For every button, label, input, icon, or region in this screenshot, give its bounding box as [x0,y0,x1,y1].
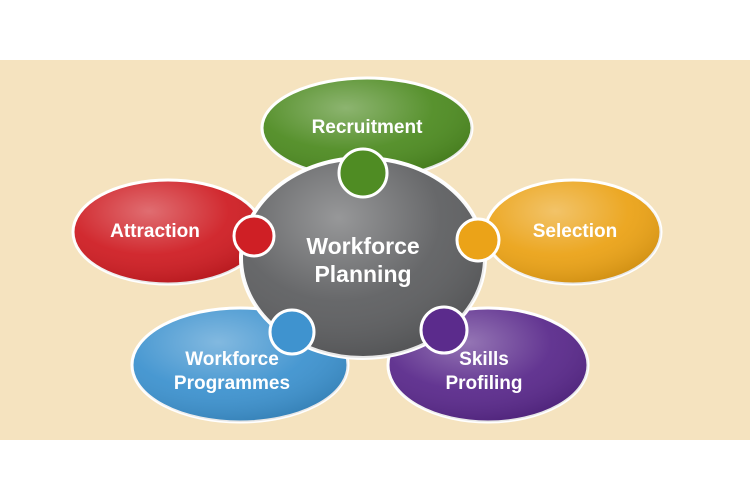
skills-profiling-label-line2: Profiling [445,373,522,394]
selection-knob [455,217,501,263]
workforce-programmes-knob [268,308,316,356]
petal-recruitment [260,76,474,180]
attraction-label: Attraction [110,221,200,242]
skills-profiling-label-line1: Skills [459,349,509,370]
center-label-line1: Workforce [306,233,419,259]
recruitment-knob [337,147,389,199]
attraction-knob [232,214,276,258]
petal-attraction [71,178,265,286]
center-label-line2: Planning [314,261,411,287]
workforce-programmes-label-line2: Programmes [174,373,290,394]
petal-selection [483,178,663,286]
skills-profiling-knob [419,305,469,355]
recruitment-label: Recruitment [312,117,424,138]
workforce-programmes-label-line1: Workforce [185,349,279,370]
selection-label: Selection [533,221,617,242]
